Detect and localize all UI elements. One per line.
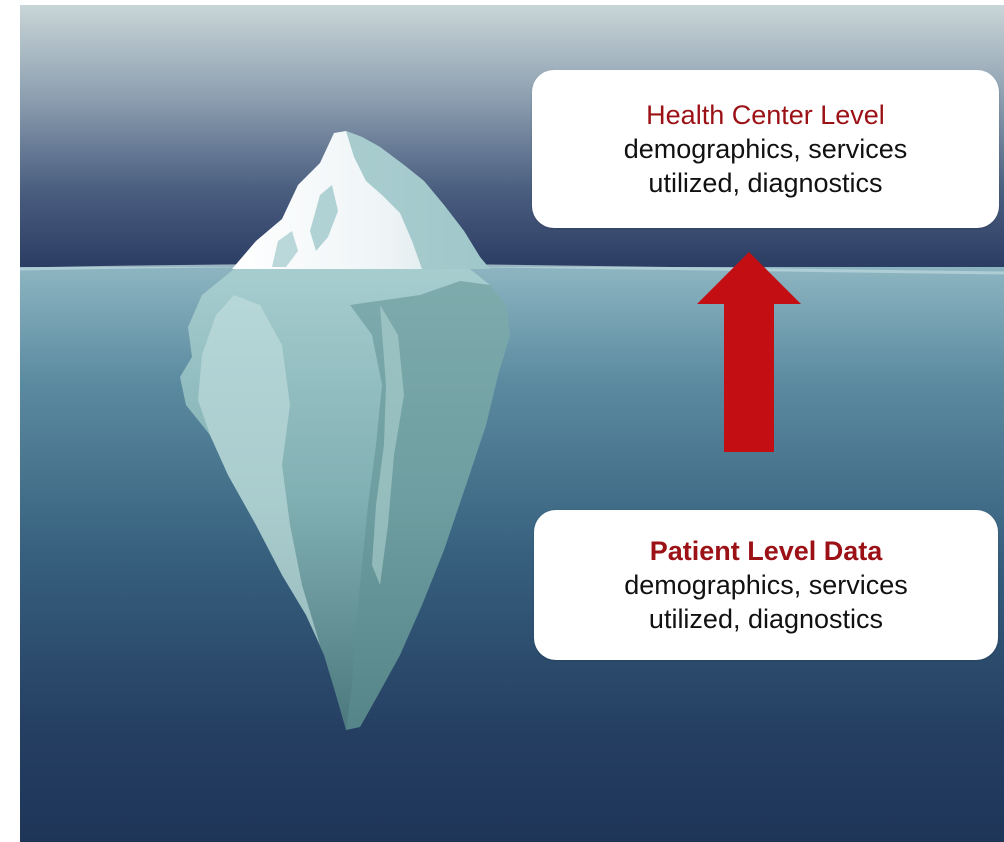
health-center-level-callout: Health Center Level demographics, servic…	[532, 70, 999, 228]
iceberg-tip-crevice-2	[272, 231, 298, 267]
patient-level-data-line-2: utilized, diagnostics	[648, 604, 884, 634]
patient-level-data-line-1: demographics, services	[624, 570, 908, 600]
patient-level-data-title: Patient Level Data	[649, 536, 883, 566]
patient-level-data-callout: Patient Level Data demographics, service…	[534, 510, 998, 660]
iceberg-tip-shadow	[346, 131, 490, 269]
up-arrow-icon	[697, 252, 801, 452]
iceberg-tip-crevice	[310, 185, 338, 251]
iceberg-underwater-highlight	[198, 295, 320, 645]
iceberg-underwater-streak	[372, 305, 404, 585]
water-surface-line	[20, 263, 1004, 275]
health-center-level-title: Health Center Level	[646, 100, 885, 130]
health-center-level-line-2: utilized, diagnostics	[648, 168, 883, 198]
health-center-level-line-1: demographics, services	[623, 134, 908, 164]
